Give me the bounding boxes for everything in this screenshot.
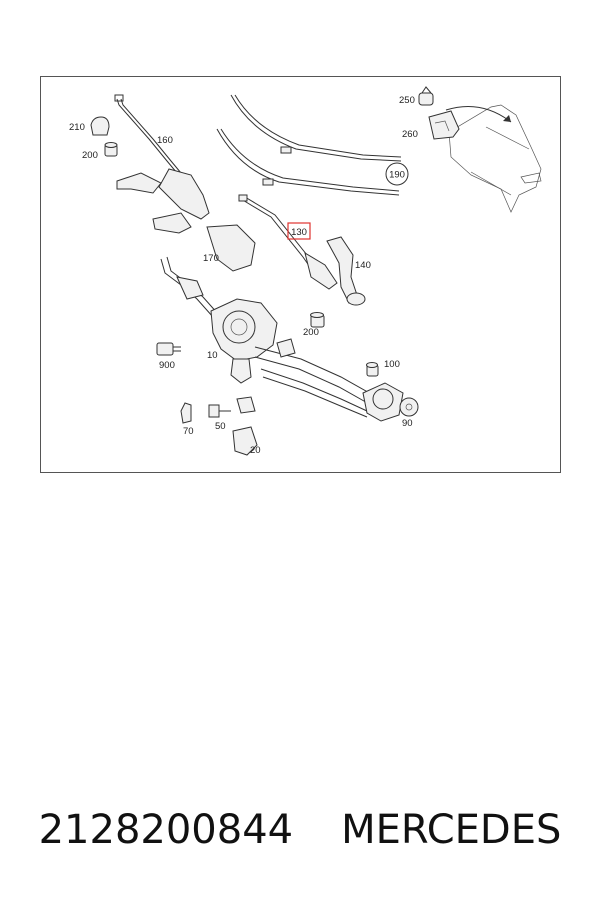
pivot-right-part <box>362 382 404 422</box>
callout-190: 190 <box>389 170 405 181</box>
connector-900-part <box>156 342 181 356</box>
bolt-50-part <box>208 404 231 418</box>
arm-cover-160-part <box>116 172 192 234</box>
wiper-arm-160-part <box>114 94 210 220</box>
wiper-motor-10-part <box>210 298 278 384</box>
callout-140: 140 <box>355 260 371 271</box>
callout-10: 10 <box>207 350 218 361</box>
callout-200-top: 200 <box>82 150 98 161</box>
callout-90: 90 <box>402 418 413 429</box>
cap-210-part <box>90 116 110 136</box>
caption-bar: 2128200844 MERCEDES <box>0 800 600 860</box>
callout-190-circle: 190 <box>385 162 409 186</box>
callout-900: 900 <box>159 360 175 371</box>
nozzle-250-part <box>418 86 434 106</box>
cover-260-part <box>428 110 460 140</box>
callout-130: 130 <box>291 227 307 238</box>
grommet-70-part <box>180 402 192 424</box>
callout-50: 50 <box>215 421 226 432</box>
nut-200-mid-part <box>310 312 325 328</box>
callout-70: 70 <box>183 426 194 437</box>
callout-20: 20 <box>250 445 261 456</box>
wiper-blade-190-part <box>216 94 402 196</box>
callout-170: 170 <box>203 253 219 264</box>
cover-170-part <box>206 224 256 272</box>
callout-160: 160 <box>157 135 173 146</box>
callout-250: 250 <box>399 95 415 106</box>
callout-260: 260 <box>402 129 418 140</box>
arrow-to-windshield <box>445 105 512 123</box>
windshield-outline <box>448 104 542 213</box>
bracket-20-part <box>232 396 258 456</box>
parts-diagram: 250 210 160 260 200 190 130 170 140 200 … <box>40 76 561 473</box>
part-number: 2128200844 <box>38 807 294 853</box>
brand-name: MERCEDES <box>341 807 562 853</box>
linkage-rods-part <box>254 338 382 418</box>
arm-cover-140-part <box>326 236 366 306</box>
nut-100-part <box>366 362 379 377</box>
callout-130-highlight: 130 <box>287 222 311 240</box>
cap-90-part <box>399 397 419 417</box>
wiper-assembly-drawing: 250 210 160 260 200 190 130 170 140 200 … <box>69 86 542 456</box>
callout-100: 100 <box>384 359 400 370</box>
callout-210: 210 <box>69 122 85 133</box>
callout-200-mid: 200 <box>303 327 319 338</box>
wiper-arm-130-part <box>238 194 338 290</box>
pivot-shaft-left-part <box>160 256 220 318</box>
nut-200-top-part <box>104 142 118 157</box>
